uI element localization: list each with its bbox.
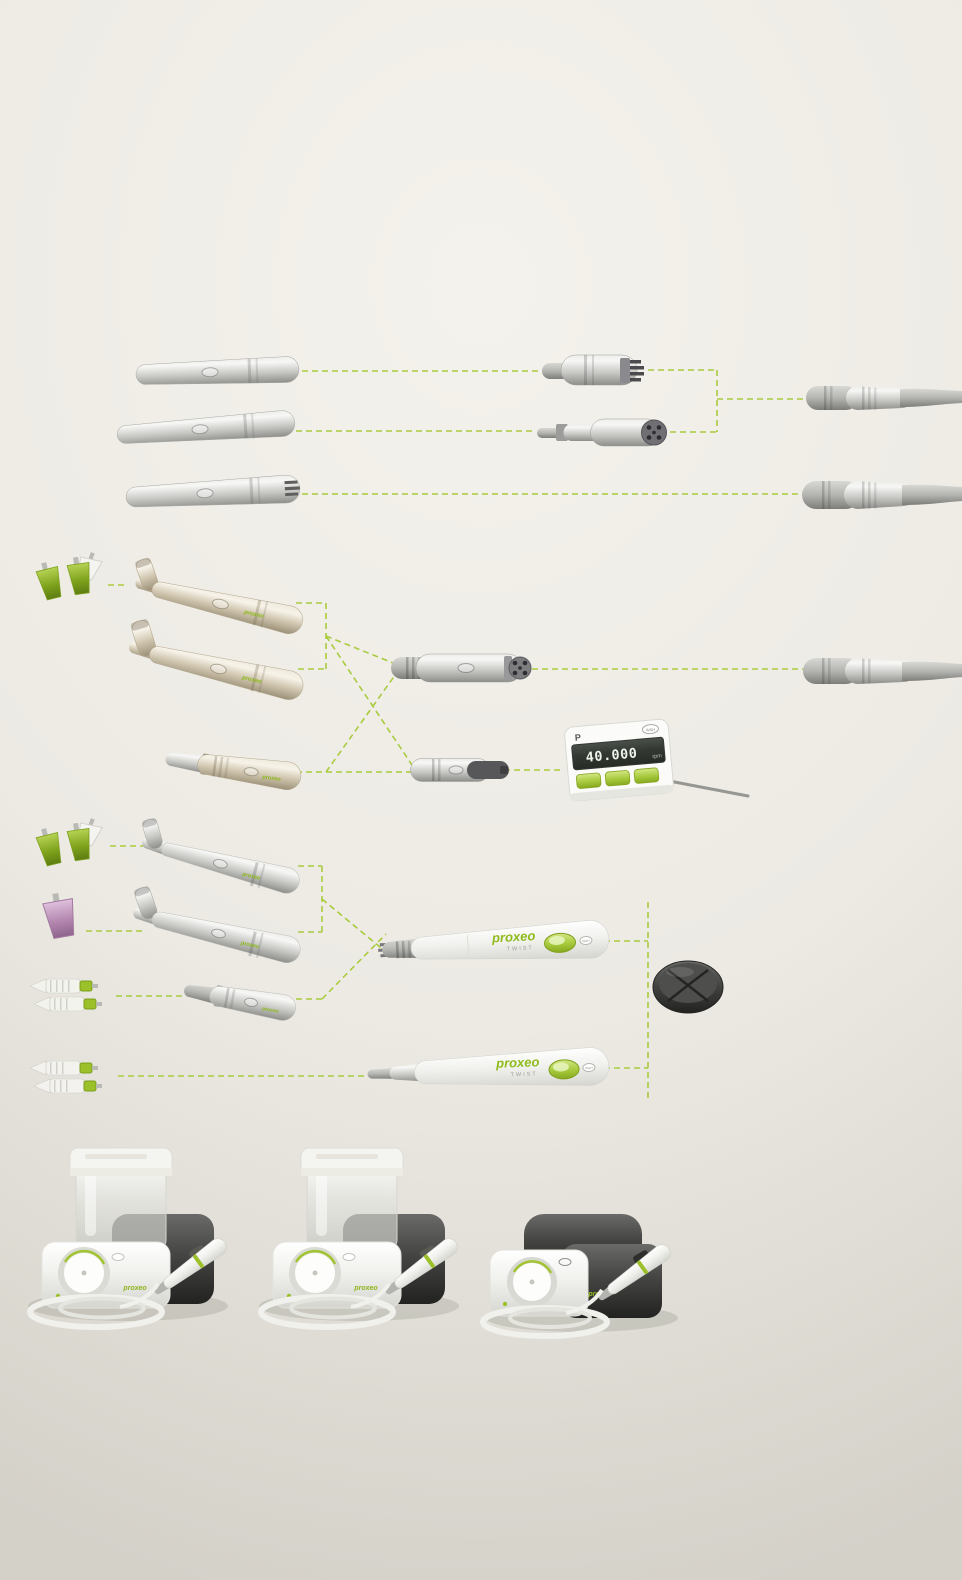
- speed-value: 40.000: [585, 745, 638, 765]
- speed-unit: rpm: [652, 753, 662, 760]
- product-label: proxeo: [241, 871, 262, 882]
- product-label: proxeo: [122, 1285, 147, 1292]
- product-label: proxeo: [239, 940, 260, 950]
- connector-line: [321, 933, 387, 1000]
- control-unit: P W&H 40.000 rpm: [564, 718, 674, 802]
- brand-logo-text: W&H: [646, 727, 656, 733]
- brand-logo-icon: [243, 767, 259, 777]
- power-led: [502, 1301, 508, 1307]
- product-label: proxeo: [261, 774, 282, 783]
- prophy-cup-purple: [42, 892, 75, 939]
- contra-angle-1: proxeo: [135, 557, 303, 634]
- brand-logo-icon: [448, 765, 464, 775]
- brand-logo-icon: [212, 598, 229, 610]
- prophy-cup-set-1: [35, 552, 104, 601]
- cordless-handpiece-1: proxeo TWIST W&H: [378, 920, 610, 960]
- brand-logo-icon: [191, 424, 209, 435]
- prophy-angle-1: proxeo: [141, 818, 300, 894]
- model-label: TWIST: [511, 1071, 538, 1078]
- connector-line: [325, 635, 399, 666]
- product-label: proxeo: [495, 1054, 540, 1071]
- prophy-angle-2: proxeo: [133, 886, 301, 963]
- product-label: proxeo: [242, 609, 264, 620]
- lcd-display: [571, 736, 666, 771]
- brand-logo-text: W&H: [585, 1066, 593, 1070]
- instrument-rest-rod: [662, 778, 750, 798]
- polishing-unit-2: [259, 1148, 461, 1327]
- brand-logo-text: W&H: [582, 939, 590, 943]
- brand-logo-icon: [196, 488, 214, 499]
- connector-line: [325, 670, 399, 773]
- brand-logo-icon: [457, 663, 475, 673]
- brand-logo-icon: [579, 935, 593, 946]
- product-label: proxeo: [261, 1006, 279, 1015]
- cordless-handpiece-2: proxeo TWIST W&H: [367, 1047, 610, 1086]
- control-button: [633, 767, 660, 784]
- control-button: [576, 772, 602, 789]
- foot-control: [652, 960, 724, 1014]
- connector-line: [321, 898, 387, 953]
- mode-indicator: P: [574, 732, 581, 742]
- brand-logo-icon: [558, 1258, 572, 1266]
- brand-logo-icon: [201, 367, 219, 378]
- turbine-handpiece-1: [135, 356, 300, 385]
- supply-hose-2: [802, 481, 962, 509]
- cone-adapter: proxeo: [184, 985, 296, 1021]
- product-label: proxeo: [491, 928, 536, 945]
- product-label: proxeo: [240, 675, 262, 686]
- brand-logo-icon: [212, 859, 228, 869]
- brand-logo-icon: [244, 997, 258, 1007]
- brand-logo-icon: [111, 1253, 125, 1261]
- supply-hose-1: [806, 386, 962, 410]
- contra-angle-2: proxeo: [129, 619, 304, 700]
- electric-motor: [410, 758, 509, 782]
- screw-in-brushes-2: [29, 1060, 102, 1094]
- brand-logo-icon: [210, 663, 227, 675]
- air-motor: [391, 653, 532, 683]
- model-label: TWIST: [507, 945, 534, 952]
- brand-logo-icon: [641, 724, 659, 735]
- control-button: [604, 770, 631, 787]
- turbine-handpiece-3: [125, 474, 301, 508]
- turbine-coupling-2: [537, 418, 667, 447]
- turbine-coupling-1: [542, 354, 644, 386]
- scaler-handpiece: [598, 1244, 671, 1301]
- brand-logo-icon: [211, 928, 226, 939]
- turbine-handpiece-2: [116, 410, 296, 444]
- scaler-handpiece: [154, 1238, 227, 1295]
- supply-hose-3: [803, 658, 962, 684]
- brand-logo-icon: [582, 1063, 596, 1073]
- connector-line: [325, 635, 415, 769]
- prophy-cup-set-2: [35, 818, 104, 867]
- polishing-unit-1: proxeo: [27, 1147, 228, 1330]
- polishing-unit-3: proxeo: [480, 1214, 678, 1339]
- straight-nosecone: proxeo: [165, 753, 302, 790]
- screw-in-brushes-1: [29, 978, 102, 1012]
- compatibility-connectors: [86, 369, 812, 1098]
